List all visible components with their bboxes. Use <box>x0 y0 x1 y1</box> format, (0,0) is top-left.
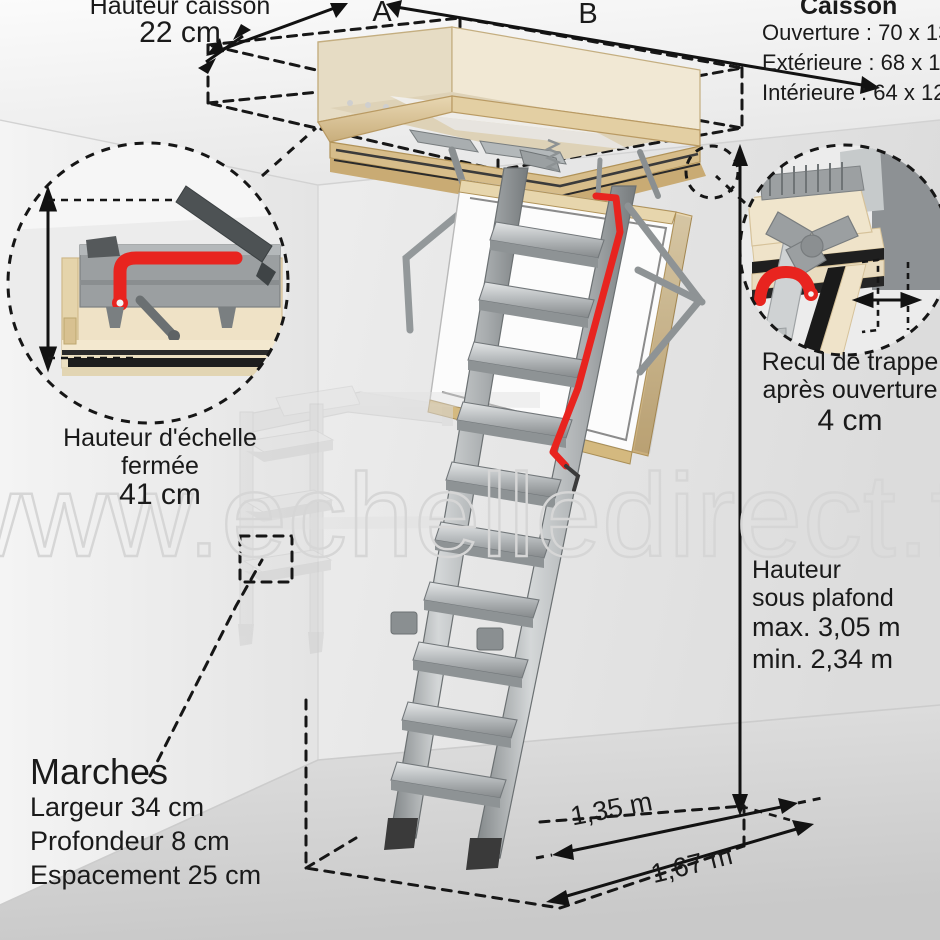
leader-steps-label <box>148 534 294 778</box>
label-steps-title: Marches <box>30 751 169 792</box>
ladder-step <box>445 461 562 508</box>
label-caisson-interior: Intérieure : 64 x 124 cm <box>762 80 940 105</box>
label-steps-spacing: Espacement 25 cm <box>30 860 262 890</box>
deployed-ladder <box>384 167 706 870</box>
ladder-foot <box>384 818 418 850</box>
ladder-step <box>423 581 540 628</box>
ladder-step <box>489 221 605 268</box>
label-ceiling-height-l1: Hauteur <box>752 556 841 584</box>
floor-footprint <box>304 698 746 910</box>
watermark: www.echelledirect.fr <box>0 450 940 582</box>
label-caisson-exterior: Extérieure : 68 x 128 cm <box>762 50 940 75</box>
ghost-step <box>243 489 334 522</box>
setback-arrow <box>851 291 923 309</box>
label-dim-b: B <box>578 0 598 30</box>
label-setback-l1: Recul de trappe <box>761 348 939 376</box>
rod-tip <box>564 464 581 492</box>
ladder-step <box>467 341 584 388</box>
ghost-step <box>242 549 333 582</box>
dim-ceiling-height <box>732 144 791 822</box>
label-setback-value: 4 cm <box>817 404 883 437</box>
ladder-step <box>390 761 507 808</box>
dim-floor-short <box>552 798 798 860</box>
ladder-section-joint <box>390 611 504 651</box>
ladder-step <box>456 401 573 448</box>
ghost-step <box>244 429 335 462</box>
label-caisson-title: Caisson <box>800 0 898 20</box>
label-steps-depth: Profondeur 8 cm <box>30 826 230 856</box>
dim-a <box>206 3 348 56</box>
caisson-body <box>317 26 706 212</box>
floor-plane <box>0 705 940 940</box>
ladder-step <box>434 521 551 568</box>
dim-floor-long <box>546 820 814 906</box>
red-operating-rod <box>549 192 624 470</box>
ladder-step <box>401 701 518 748</box>
detail-callout-left <box>6 126 317 425</box>
hatch-mechanism <box>402 129 661 334</box>
ghost-folded-ladder <box>238 385 540 654</box>
label-dim-a: A <box>372 0 392 28</box>
ladder-brace <box>624 202 706 376</box>
ceiling-hatch-box <box>206 16 744 334</box>
label-ceiling-height-max: max. 3,05 m <box>752 612 901 642</box>
label-ceiling-height-min: min. 2,34 m <box>752 644 894 674</box>
ladder-step <box>412 641 529 688</box>
dim-b <box>386 0 880 94</box>
label-closed-ladder-l1: Hauteur d'échelle <box>63 424 257 452</box>
label-ceiling-height-l2: sous plafond <box>752 584 894 612</box>
label-closed-ladder-value: 41 cm <box>119 478 201 511</box>
label-box-height-value: 22 cm <box>139 16 221 49</box>
label-steps-width: Largeur 34 cm <box>30 792 205 822</box>
ladder-foot <box>466 838 502 870</box>
label-closed-ladder-l2: fermée <box>121 452 199 480</box>
label-box-height-title: Hauteur caisson <box>89 0 271 20</box>
ladder-step <box>478 281 595 328</box>
label-setback-l2: après ouverture <box>762 376 938 404</box>
label-caisson-opening: Ouverture : 70 x 130 cm <box>762 20 940 45</box>
